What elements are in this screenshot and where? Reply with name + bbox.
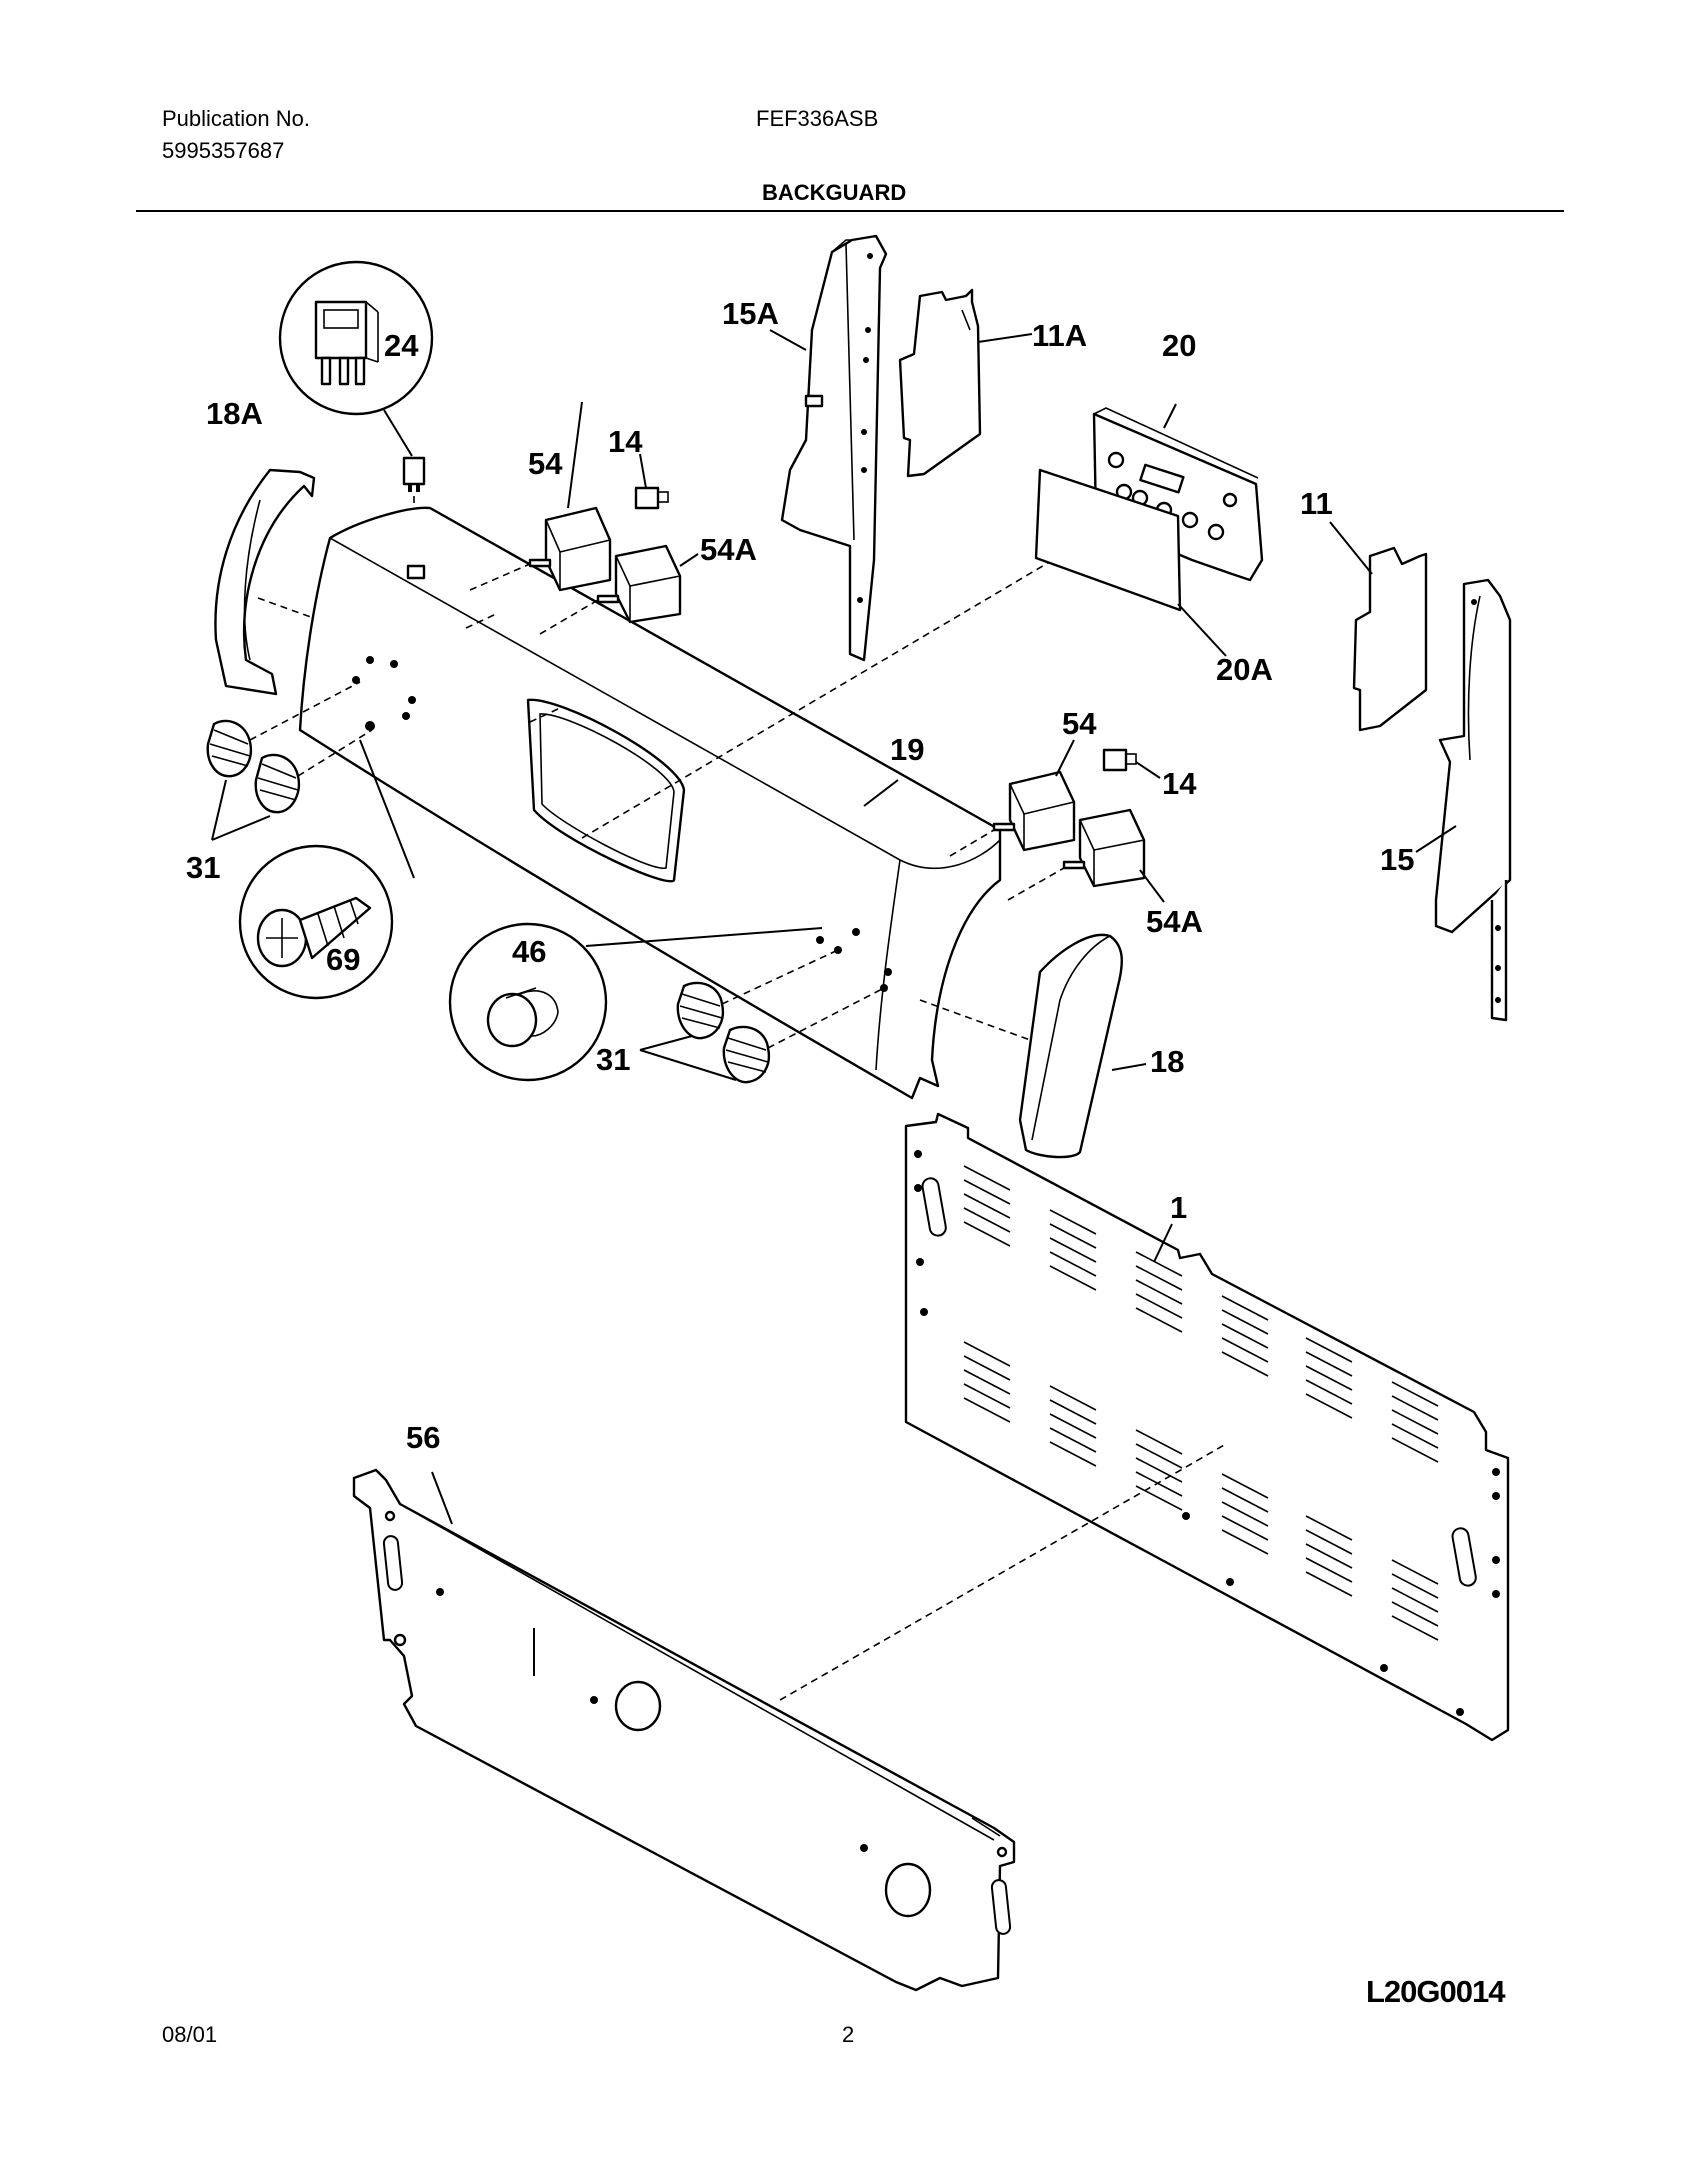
part-69-detail-circle: [238, 844, 394, 1000]
part-31-knob-bottom-a: [676, 981, 725, 1040]
dash-panel-to-20a: [581, 543, 1081, 839]
leader-54a-top: [679, 553, 699, 567]
publication-label: Publication No.: [162, 106, 310, 131]
leader-18: [1111, 1063, 1147, 1071]
leader-1: [1153, 1223, 1173, 1263]
dash-54a-right: [1007, 867, 1065, 901]
dash-knob-bottom-a: [721, 949, 839, 1005]
callout-20: 20: [1162, 328, 1196, 363]
part-31-knob-left-b: [254, 753, 301, 814]
callout-15a: 15A: [722, 296, 779, 331]
part-31-knob-left-a: [206, 719, 253, 778]
publication-number: 5995357687: [162, 138, 285, 163]
callout-54-right: 54: [1062, 706, 1097, 741]
part-54a-switch-right: [1062, 808, 1146, 888]
leader-31-left-a: [211, 779, 227, 841]
leader-31-bottom-a: [639, 1035, 693, 1051]
drawing-code: L20G0014: [1366, 1974, 1505, 2009]
callout-69: 69: [326, 942, 360, 977]
footer-date: 08/01: [162, 2022, 218, 2047]
part-24-detail-circle: [278, 260, 434, 416]
callout-54a-top: 54A: [700, 532, 757, 567]
leader-54-top: [567, 401, 583, 509]
model-number: FEF336ASB: [756, 106, 879, 131]
part-1-rear-panel: [904, 1112, 1510, 1742]
callout-31-left: 31: [186, 850, 220, 885]
dash-panel-b: [529, 707, 561, 723]
part-19-backguard-panel: [298, 506, 1002, 1100]
header-rule: [136, 210, 1564, 212]
callout-24: 24: [384, 328, 419, 363]
callout-11a: 11A: [1032, 318, 1087, 353]
leader-54a-right: [1139, 869, 1165, 903]
callout-54-top: 54: [528, 446, 563, 481]
part-11-shield: [1352, 546, 1428, 732]
leader-46: [585, 927, 823, 947]
part-24-leader: [383, 409, 413, 457]
callout-20a: 20A: [1216, 652, 1273, 687]
callout-11: 11: [1300, 486, 1333, 521]
part-18a-end-cap: [214, 468, 316, 696]
part-18-end-cap: [1018, 933, 1123, 1159]
leader-19: [863, 779, 899, 807]
dash-54-right: [949, 829, 995, 857]
callout-46: 46: [512, 934, 546, 969]
leader-14-top: [639, 453, 647, 489]
dash-panel-a: [465, 613, 497, 629]
callout-56: 56: [406, 1420, 440, 1455]
leader-11a: [977, 333, 1033, 343]
leader-20a: [1177, 603, 1227, 657]
callout-54a-right: 54A: [1146, 904, 1203, 939]
dash-knob-left-b: [297, 729, 373, 777]
dash-knob-bottom-b: [767, 987, 885, 1049]
callout-14-top: 14: [608, 424, 643, 459]
footer-page-number: 2: [842, 2022, 855, 2047]
callout-19: 19: [890, 732, 924, 767]
leader-56: [431, 1471, 453, 1525]
part-15-side-bracket: [1434, 578, 1512, 1022]
callout-31-bottom: 31: [596, 1042, 630, 1077]
leader-15a: [769, 329, 807, 351]
part-56-lower-panel: [352, 1468, 1016, 1992]
part-46-detail-circle: [448, 922, 608, 1082]
part-14-switch-top: [634, 486, 669, 510]
section-title: BACKGUARD: [762, 180, 907, 205]
part-11a-shield: [898, 288, 982, 478]
part-24-switch: [402, 456, 426, 492]
dash-54-top: [469, 563, 531, 591]
callout-18a: 18A: [206, 396, 263, 431]
dash-56-to-1: [779, 1443, 1227, 1701]
leader-31-left-b: [211, 815, 271, 841]
callout-18: 18: [1150, 1044, 1184, 1079]
leader-54-right: [1055, 739, 1075, 777]
leader-11: [1329, 521, 1373, 575]
callout-1: 1: [1170, 1190, 1187, 1225]
leader-15: [1415, 825, 1457, 853]
part-54-switch-top: [528, 506, 612, 592]
part-31-knob-bottom-b: [722, 1025, 771, 1084]
dash-knob-left-a: [249, 681, 361, 741]
part-54a-switch-top: [596, 544, 682, 624]
leader-14-right: [1135, 761, 1161, 779]
leader-69: [359, 739, 415, 879]
callout-15: 15: [1380, 842, 1414, 877]
part-54-switch-right: [992, 770, 1076, 852]
leader-31-bottom-b: [639, 1049, 737, 1081]
part-14-switch-right: [1102, 748, 1137, 772]
part-20a-overlay: [1034, 468, 1182, 612]
dash-panel-to-18: [919, 999, 1031, 1041]
part-15a-side-bracket: [780, 234, 888, 662]
callout-14-right: 14: [1162, 766, 1197, 801]
leader-20: [1163, 403, 1177, 429]
